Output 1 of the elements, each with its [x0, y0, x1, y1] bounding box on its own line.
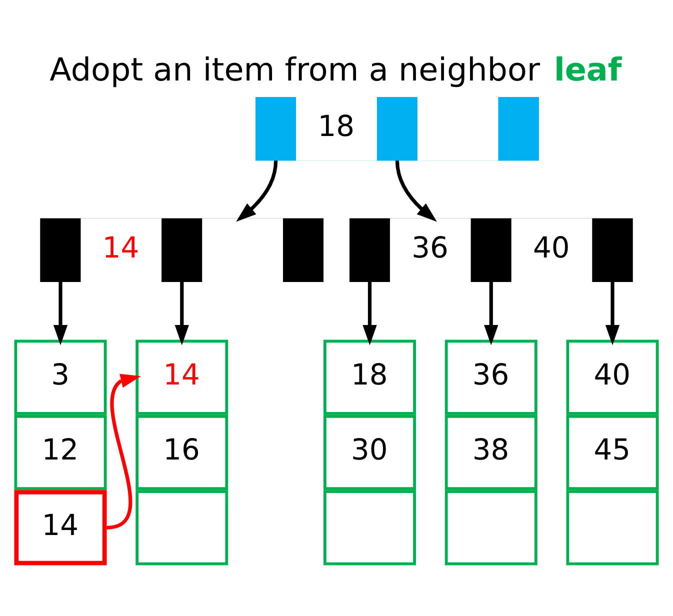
diagram-title: Adopt an item from a neighbor leaf	[50, 52, 622, 89]
